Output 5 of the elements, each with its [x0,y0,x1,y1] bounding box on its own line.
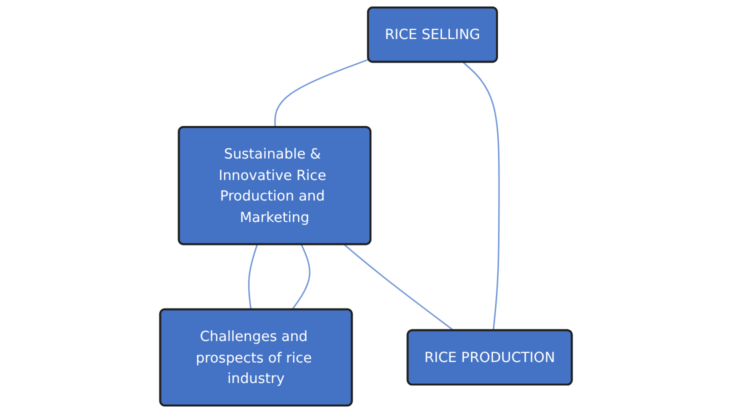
connector [292,244,310,310]
connector [344,244,454,332]
connector [274,58,370,128]
connector [248,244,258,310]
connector [462,62,500,331]
